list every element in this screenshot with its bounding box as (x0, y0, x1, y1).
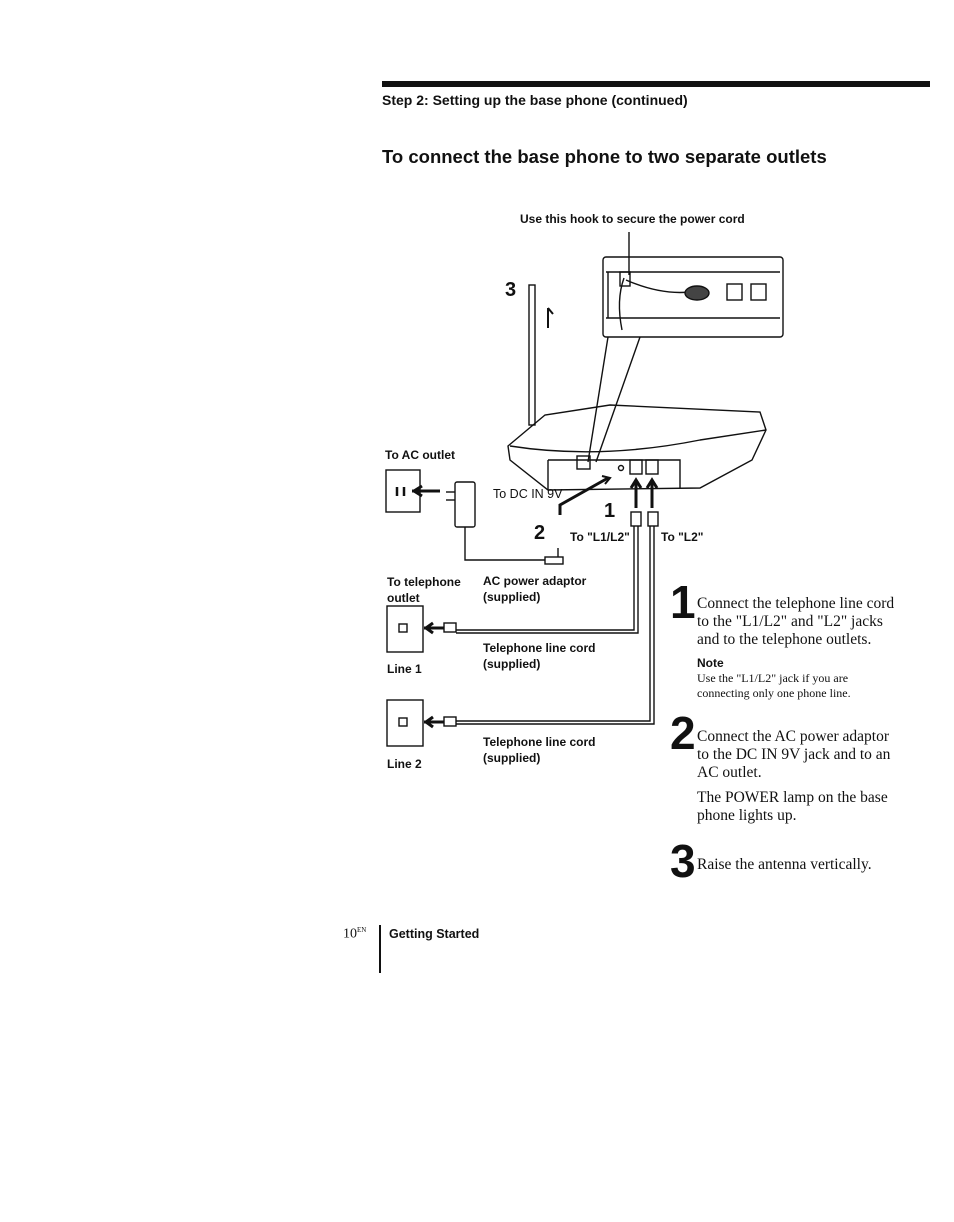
diagram-step-3: 3 (505, 279, 517, 301)
step-3-text: Raise the antenna vertically. (697, 856, 872, 873)
power-lamp-text: The POWER lamp on the base phone lights … (697, 789, 888, 825)
cord-plug (684, 285, 710, 301)
line-cord-1 (456, 526, 635, 631)
line-cord-b-label-1: Telephone line cord (483, 735, 596, 749)
ac-outlet-arrow (412, 484, 440, 498)
line-cord-a-label-1: Telephone line cord (483, 641, 596, 655)
ac-adaptor-label-2: (supplied) (483, 590, 541, 604)
line-cord-a-label-2: (supplied) (483, 657, 541, 671)
diagram-step-2: 2 (534, 522, 546, 544)
step-1-line: to the "L1/L2" and "L2" jacks (697, 613, 883, 630)
antenna-raise-arrow (547, 307, 554, 328)
line-2-label: Line 2 (387, 757, 422, 771)
diagram-step-1: 1 (604, 500, 616, 522)
l1l2-arrow (629, 477, 643, 508)
line-cord-2 (456, 526, 651, 722)
to-dc-in-label: To DC IN 9V (493, 487, 563, 501)
step-2-line: AC outlet. (697, 764, 762, 781)
l2-arrow (645, 477, 659, 508)
power-lamp-line: phone lights up. (697, 807, 797, 824)
step-1-text: Connect the telephone line cord to the "… (697, 595, 894, 649)
l2-connector (647, 511, 659, 527)
inset-detail-box (602, 256, 784, 338)
line-cord-b-label-2: (supplied) (483, 751, 541, 765)
note-line: connecting only one phone line. (697, 686, 851, 700)
hook-callout-label: Use this hook to secure the power cord (520, 212, 745, 226)
step-2-line: to the DC IN 9V jack and to an (697, 746, 891, 763)
step-2-number: 2 (670, 707, 696, 759)
step-2-line: Connect the AC power adaptor (697, 728, 889, 745)
jack-l1l2 (629, 459, 643, 475)
note-text: Use the "L1/L2" jack if you are connecti… (697, 671, 851, 701)
running-head: Step 2: Setting up the base phone (conti… (382, 92, 688, 108)
footer-rule (379, 925, 381, 973)
header-rule (382, 81, 930, 87)
ac-adaptor-label-1: AC power adaptor (483, 574, 587, 588)
base-phone-body (507, 404, 767, 491)
telephone-outlet-line2 (386, 699, 424, 747)
section-title: To connect the base phone to two separat… (382, 146, 827, 167)
to-telephone-outlet-label-1: To telephone (387, 575, 461, 589)
page-number-value: 10 (343, 926, 357, 942)
jack-l2 (645, 459, 659, 475)
dc-plug-arrow (558, 476, 609, 515)
note-line: Use the "L1/L2" jack if you are (697, 671, 849, 685)
footer-section-label: Getting Started (389, 927, 480, 941)
step-2-text: Connect the AC power adaptor to the DC I… (697, 728, 890, 782)
step-1-line: Connect the telephone line cord (697, 595, 895, 612)
note-heading: Note (697, 656, 724, 670)
to-ac-outlet-label: To AC outlet (385, 448, 455, 462)
step-3-number: 3 (670, 835, 696, 887)
power-lamp-line: The POWER lamp on the base (697, 789, 888, 806)
power-hook (576, 455, 591, 470)
ac-adaptor (454, 481, 476, 528)
to-l2-label: To "L2" (661, 530, 704, 544)
antenna (528, 284, 536, 426)
step-1-line: and to the telephone outlets. (697, 631, 872, 648)
to-l1l2-label: To "L1/L2" (570, 530, 630, 544)
l1l2-connector (630, 511, 642, 527)
inset-jack-l1l2 (726, 283, 743, 301)
step-1-number: 1 (670, 576, 696, 628)
line-1-label: Line 1 (387, 662, 422, 676)
inset-jack-l2 (750, 283, 767, 301)
dc-cord (464, 527, 545, 561)
page-number-suffix: EN (357, 926, 367, 934)
power-cord-in-inset (618, 277, 625, 331)
telephone-outlet-line1 (386, 605, 424, 653)
to-telephone-outlet-label-2: outlet (387, 591, 420, 605)
page-number: 10EN (343, 926, 366, 943)
